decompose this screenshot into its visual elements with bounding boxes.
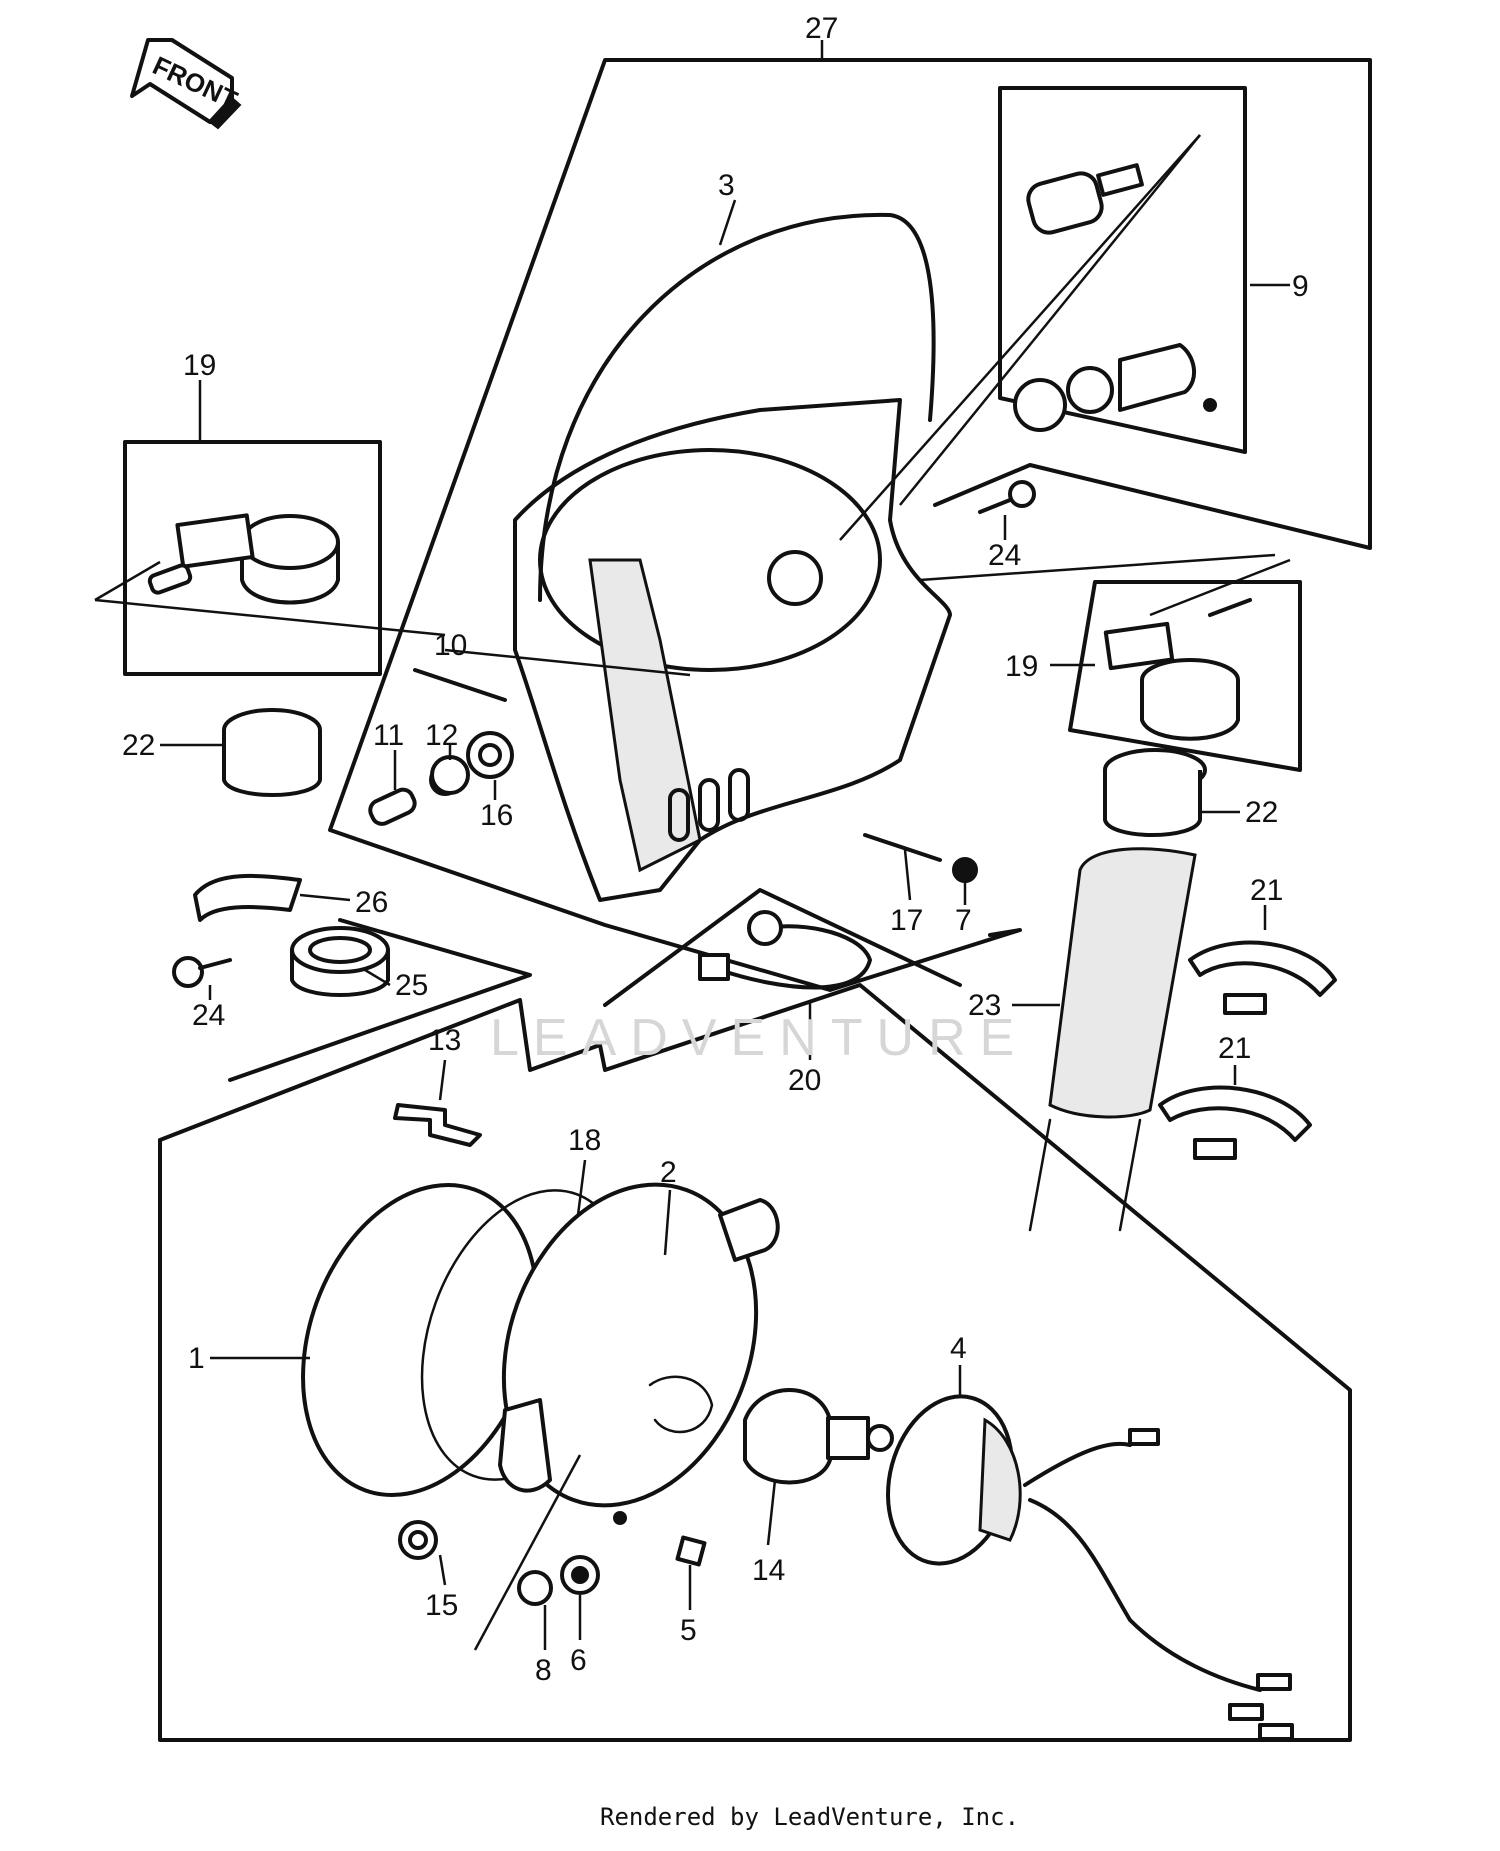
band-grommet-left-part (172, 873, 390, 997)
callout-25: 25 (395, 969, 428, 1002)
callout-8: 8 (535, 1654, 552, 1687)
housing-rim-part (538, 212, 936, 602)
leader-lines (94, 40, 1291, 1651)
group-outline-27 (328, 58, 1022, 992)
callout-22-left: 22 (122, 729, 155, 762)
callout-23: 23 (968, 989, 1001, 1022)
callout-24-right: 24 (988, 539, 1021, 572)
group-outline-27-right (820, 58, 1372, 550)
group-outline-20 (603, 888, 962, 1007)
callout-19-left: 19 (183, 349, 216, 382)
headlight-housing-part (513, 398, 952, 902)
rubber-sleeve-right-part (1103, 748, 1207, 837)
callout-9: 9 (1292, 270, 1309, 303)
fork-cover-part (1028, 847, 1197, 1232)
footer-credit: Rendered by LeadVenture, Inc. (600, 1803, 1019, 1831)
callout-labels: 27 3 9 19 10 24 19 22 12 11 16 22 21 26 … (122, 12, 1309, 1687)
callout-7: 7 (955, 904, 972, 937)
switch-assembly-part (1013, 163, 1217, 432)
wiring-harness-part (698, 910, 872, 990)
callout-12: 12 (425, 719, 458, 752)
clip-part (393, 1103, 482, 1147)
callout-14: 14 (752, 1554, 785, 1587)
callout-15: 15 (425, 1589, 458, 1622)
callout-19-right: 19 (1005, 650, 1038, 683)
clamp-bracket-left-part (147, 513, 340, 605)
headlight-bulb-part (743, 1388, 894, 1485)
callout-16: 16 (480, 799, 513, 832)
callout-11: 11 (373, 719, 404, 752)
callout-17: 17 (890, 904, 923, 937)
callout-24-left: 24 (192, 999, 225, 1032)
callout-26: 26 (355, 886, 388, 919)
watermark: LEADVENTURE (490, 1009, 1028, 1067)
callout-18: 18 (568, 1124, 601, 1157)
headlight-shell-part (498, 1182, 780, 1525)
callout-13: 13 (428, 1024, 461, 1057)
callout-20: 20 (788, 1064, 821, 1097)
rubber-sleeve-left-part (222, 708, 322, 797)
group-outline-lower (158, 983, 1352, 1742)
group-outline-9 (998, 86, 1247, 454)
group-outline-19-left (123, 440, 382, 676)
callout-6: 6 (570, 1644, 587, 1677)
fork-bands-part (1158, 940, 1337, 1160)
callout-10: 10 (434, 629, 467, 662)
callout-27: 27 (805, 12, 838, 45)
clamp-bracket-right-part (1103, 598, 1252, 741)
callout-5: 5 (680, 1614, 697, 1647)
callout-1: 1 (188, 1342, 205, 1375)
shell-fasteners-part (398, 1520, 707, 1606)
group-outline-25 (228, 918, 532, 1082)
front-arrow-icon: FRONT (130, 38, 242, 130)
bolt-hardware-group (368, 668, 978, 883)
callout-4: 4 (950, 1332, 967, 1365)
bolt-right-part (978, 480, 1036, 514)
callout-3: 3 (718, 169, 735, 202)
callout-21-bottom: 21 (1218, 1032, 1251, 1065)
socket-wiring-part (886, 1394, 1294, 1741)
callout-2: 2 (660, 1156, 677, 1189)
callout-22-right: 22 (1245, 796, 1278, 829)
callout-21-top: 21 (1250, 874, 1283, 907)
